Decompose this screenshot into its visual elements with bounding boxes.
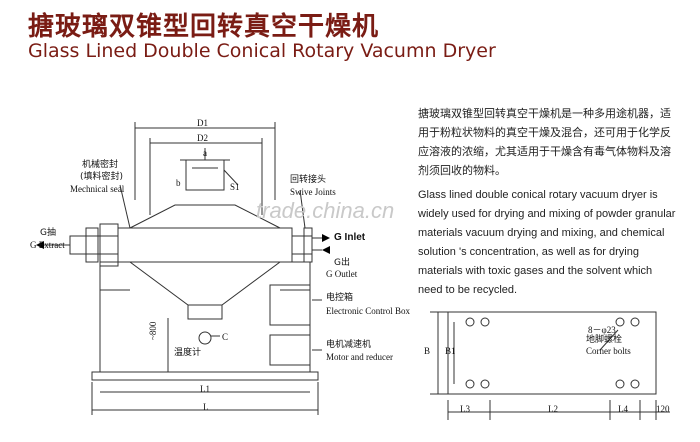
label-bolts: 8－φ23 (588, 325, 616, 335)
mechanical-seal (85, 227, 99, 263)
label-l1: L1 (200, 384, 210, 394)
corner-bolt-1 (465, 317, 475, 327)
label-seal-cn: 机械密封 (82, 160, 119, 170)
label-motor-en: Motor and reducer (326, 352, 393, 362)
label-b: b (176, 178, 181, 188)
label-seal-cn2: (填料密封) (80, 172, 124, 182)
title-chinese: 搪玻璃双锥型回转真空干燥机 (28, 12, 380, 42)
label-l: L (203, 402, 209, 412)
label-b: B (424, 346, 431, 356)
corner-bolt-7 (615, 379, 625, 389)
label-height-800: ~800 (148, 321, 158, 340)
label-d1: D1 (197, 118, 208, 128)
label-b1: B1 (445, 346, 456, 356)
control-box (269, 284, 311, 326)
description-english: Glass lined double conical rotary vacuum… (418, 189, 676, 296)
label-outlet-cn: G出 (334, 258, 350, 268)
label-l4: L4 (618, 404, 628, 414)
label-l2: L2 (548, 404, 558, 414)
label-extract-en: G Extract (30, 240, 65, 250)
watermark: trade.china.cn (256, 198, 395, 223)
label-motor-cn: 电机减速机 (326, 340, 372, 350)
corner-bolt-3 (465, 379, 475, 389)
corner-bolt-5 (615, 317, 625, 327)
outlet-arrow (322, 246, 330, 254)
label-120: 120 (656, 404, 670, 414)
motor-reducer (269, 334, 311, 366)
corner-bolt-8 (630, 379, 640, 389)
label-outlet-en: G Outlet (326, 269, 358, 279)
extract-arrow (36, 241, 44, 249)
inlet-arrow (322, 234, 330, 242)
discharge-valve (187, 304, 223, 320)
title-english: Glass Lined Double Conical Rotary Vacumn… (28, 40, 496, 62)
label-inlet: G Inlet (334, 232, 366, 243)
corner-bolt-2 (480, 317, 490, 327)
label-extract-cn: G抽 (40, 228, 56, 238)
foundation-outline (447, 311, 657, 395)
label-s1: S1 (230, 182, 240, 192)
label-thermometer: 温度计 (174, 348, 202, 358)
thermometer-gauge (198, 331, 212, 345)
label-c: C (222, 332, 229, 342)
corner-bolt-4 (480, 379, 490, 389)
label-a: a (203, 148, 207, 158)
label-joint-cn: 回转接头 (290, 175, 327, 185)
label-l3: L3 (460, 404, 470, 414)
label-bolts-cn: 地脚螺栓 (586, 335, 623, 345)
label-d2: D2 (197, 133, 208, 143)
base-plate (91, 371, 319, 381)
description-chinese: 搪玻璃双锥型回转真空干燥机是一种多用途机器，适用于粉粒状物料的真空干燥及混合，还… (418, 107, 671, 177)
corner-bolt-6 (630, 317, 640, 327)
label-box-en: Electronic Control Box (326, 306, 410, 316)
label-joint-en: Swive Joints (290, 187, 336, 197)
label-bolts-en: Corner bolts (586, 346, 631, 356)
label-seal-en: Mechnical seal (70, 184, 125, 194)
label-box-cn: 电控箱 (326, 293, 354, 303)
